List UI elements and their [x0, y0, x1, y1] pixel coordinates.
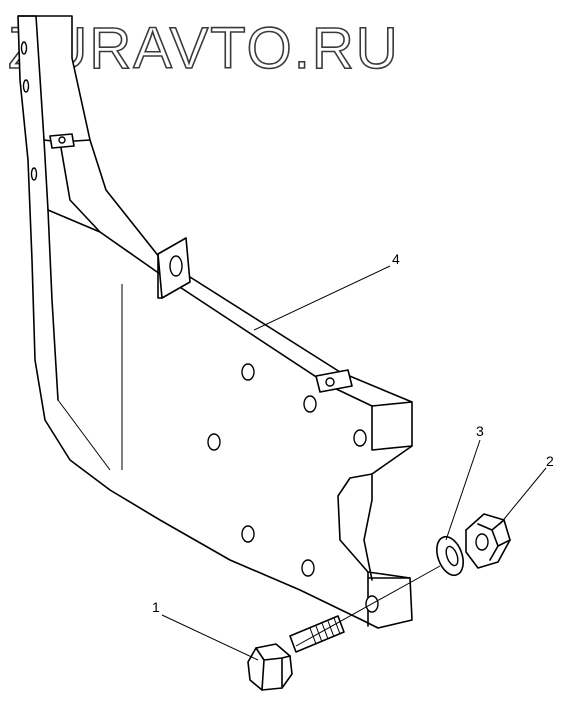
leader-line-4 — [253, 265, 391, 331]
nut-part-2 — [465, 513, 511, 569]
nut-hole — [475, 533, 489, 551]
plate-top-thickness — [329, 385, 413, 451]
plate-hole-3 — [207, 433, 221, 451]
side-hole-1 — [20, 41, 28, 55]
washer-inner — [445, 545, 459, 567]
side-hole-3 — [30, 167, 38, 181]
callouts: 1 2 3 4 — [152, 251, 554, 661]
bracket-outline — [17, 15, 413, 629]
upper-clip-hole — [58, 136, 66, 144]
tab-hole — [169, 255, 183, 277]
bracket-tab-edge — [157, 253, 163, 299]
bracket-part-4 — [17, 15, 413, 629]
plate-hole-4 — [353, 429, 367, 447]
bolt-head-facets — [255, 647, 291, 691]
plate-top-corner — [371, 401, 413, 407]
plate-lower-edge — [57, 399, 111, 471]
callout-1: 1 — [152, 599, 160, 615]
lock-washer-part-3 — [436, 535, 464, 577]
plate-hole-5 — [241, 525, 255, 543]
notch-inner-edge — [363, 473, 373, 581]
leader-line-3 — [445, 439, 481, 541]
callout-2: 2 — [546, 453, 554, 469]
plate-hole-2 — [303, 395, 317, 413]
lower-clip-hole — [325, 377, 335, 387]
bracket-left-edge — [17, 15, 59, 401]
callout-4: 4 — [392, 251, 400, 267]
centerline-bolt — [295, 565, 441, 647]
plate-hole-6 — [301, 559, 315, 577]
leader-line-1 — [161, 614, 259, 661]
leader-line-2 — [499, 467, 547, 525]
bolt-head — [247, 643, 293, 691]
callout-3: 3 — [476, 423, 484, 439]
arm-fold-edge — [59, 141, 101, 233]
plate-hole-1 — [241, 363, 255, 381]
plate-inner-edge — [47, 209, 331, 387]
side-hole-2 — [22, 79, 30, 93]
